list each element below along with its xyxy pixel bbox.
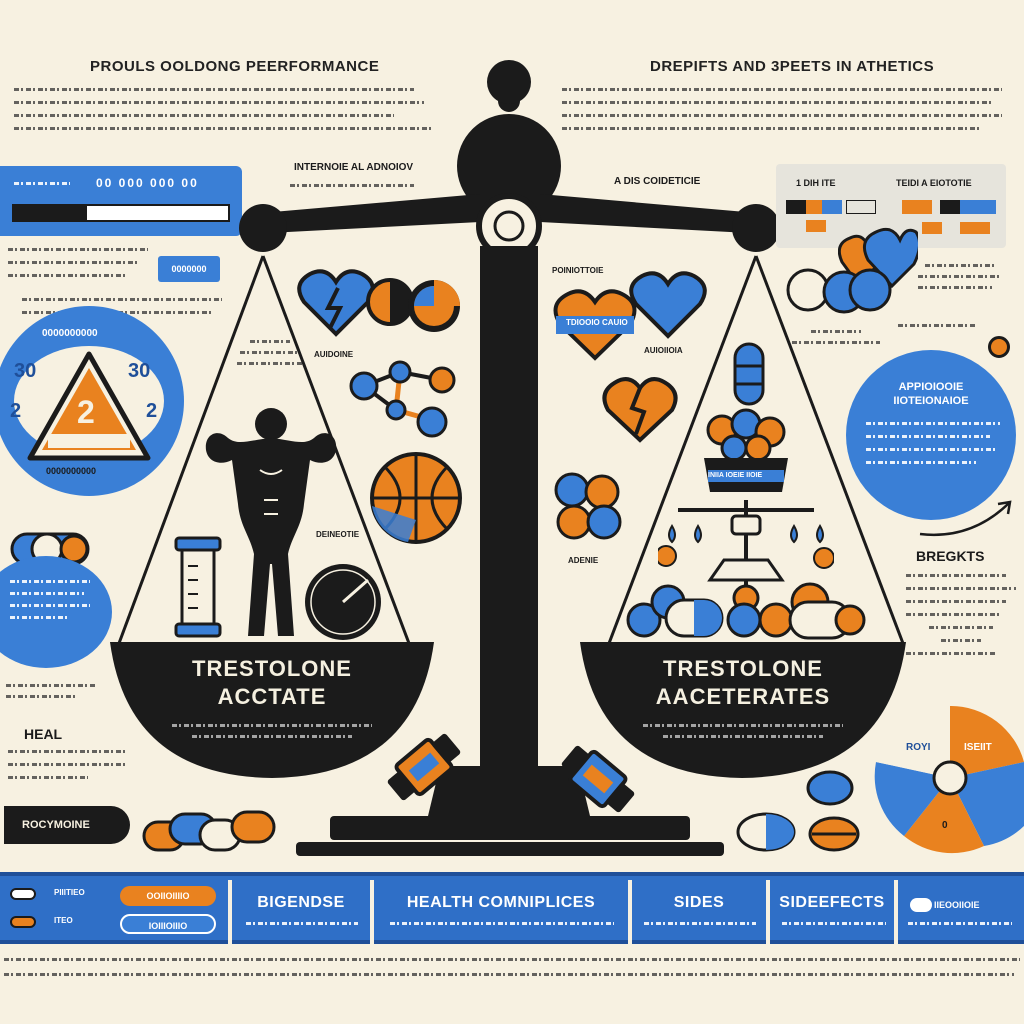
- bottom-cell-6-label: IIEOOIIOIE: [934, 900, 980, 910]
- dumbbell-icon: [387, 733, 461, 801]
- bottom-small-text: ITEO: [54, 916, 73, 925]
- right-tray-label-1: POINIOTTOIE: [552, 266, 604, 275]
- right-text-block-3: [898, 324, 978, 327]
- warning-circle-top-label: 0000000000: [42, 328, 98, 339]
- bottom-cell-3-label: HEALTH COMNIPLICES: [406, 894, 596, 911]
- table-header-1: 1 DIH ITE: [796, 178, 836, 188]
- warning-triangle-number: 2: [77, 394, 95, 430]
- pill-icon: [910, 898, 932, 912]
- warning-circle: 0000000000 30 30 2 2 2 0000000000: [0, 306, 184, 496]
- bottom-cell-2-label: BIGENDSE: [257, 894, 345, 911]
- small-blue-button[interactable]: 0000000: [158, 256, 220, 282]
- left-text-block-4: [8, 750, 128, 779]
- left-tray-label-2: DEINEOTIE: [316, 530, 360, 539]
- orange-pill-button-1[interactable]: OOIIOIIIIO: [120, 886, 216, 906]
- warning-circle-bottom-label: 0000000000: [46, 466, 97, 476]
- right-info-circle: APPIOIOOIE IIOTEIONAIOE: [846, 350, 1016, 520]
- pie-label-1: ROYI: [906, 742, 931, 753]
- gauge-icon: [305, 564, 381, 640]
- left-pan-title-1: TRESTOLONE: [192, 656, 352, 681]
- benefits-label: BREGKTS: [916, 548, 985, 564]
- left-text-block-1: [8, 248, 148, 277]
- right-pan-label: TRESTOLONE AACETERATES: [580, 656, 906, 738]
- basketball-icon: [370, 452, 462, 544]
- molecule-icon: [349, 360, 456, 438]
- coin-icon: [988, 336, 1010, 358]
- pill-icon: [736, 770, 860, 852]
- progress-bar: [12, 204, 230, 222]
- rocky-button-label: ROCYMOINE: [22, 819, 90, 831]
- test-tube-icon: [174, 536, 222, 638]
- right-tray-label-2: AUIOIIOIA: [644, 346, 683, 355]
- rocky-button[interactable]: ROCYMOINE: [4, 806, 130, 844]
- left-pan-label: TRESTOLONE ACCTATE: [110, 656, 434, 738]
- orange-pill-button-2[interactable]: IOIIIOIIIO: [120, 914, 216, 934]
- heart-icon: [602, 377, 678, 443]
- pill-bowl-label: INIIA IOEIE IIOIE: [708, 472, 763, 479]
- right-pan-title-1: TRESTOLONE: [663, 656, 823, 681]
- bottom-navigation-bar: PIIITIEO OOIIOIIIIO ITEO IOIIIOIIIO BIGE…: [0, 872, 1024, 944]
- left-header-text-block: [14, 88, 434, 130]
- left-tray-text: [230, 340, 310, 365]
- warning-value-right-top: 30: [128, 360, 151, 382]
- pill-icon: [366, 278, 460, 332]
- footer-text-block: [4, 958, 1020, 976]
- pill-icon: [786, 268, 892, 314]
- header-left-title: PROULS OOLDONG PEERFORMANCE: [90, 58, 380, 75]
- pill-icon: [554, 472, 622, 540]
- left-pan-title-2: ACCTATE: [217, 684, 327, 709]
- bottom-cell-4[interactable]: SIDES: [632, 880, 770, 944]
- heart-icon: [297, 269, 375, 337]
- left-tray-label-1: AUIDOINE: [314, 350, 354, 359]
- bottom-cell-5-label: SIDEEFECTS: [779, 894, 885, 911]
- dumbbell-icon: [561, 745, 635, 813]
- right-circle-title: APPIOIOOIE IIOTEIONAIOE: [893, 381, 969, 407]
- pill-pile-icon: [626, 582, 866, 640]
- table-header-2: TEIDI A EIOTOTIE: [896, 178, 972, 188]
- heart-icon: [553, 289, 637, 361]
- pie-chart-icon: [874, 706, 1024, 854]
- pie-label-2: ISEIIT: [964, 742, 992, 753]
- heal-label: HEAL: [24, 726, 63, 742]
- right-header-text-block: [562, 88, 1002, 130]
- arrow-icon: [919, 500, 1012, 536]
- right-text-block-4: [906, 574, 1016, 655]
- bottom-cell-1-label: PIIITIEO: [54, 888, 85, 897]
- pill-bowl-icon: [704, 408, 788, 492]
- warning-icon: [27, 351, 151, 461]
- right-pan-title-2: AACETERATES: [655, 684, 831, 709]
- left-text-block-3: [6, 684, 96, 698]
- bodybuilder-icon: [205, 408, 337, 636]
- header-right-title: DREPIFTS AND 3PEETS IN ATHETICS: [650, 58, 935, 75]
- left-progress-strip: 00 000 000 00: [0, 166, 242, 236]
- bottom-cell-6[interactable]: IIEOOIIOIE: [898, 880, 1024, 944]
- bottom-cell-5[interactable]: SIDEEFECTS: [770, 880, 898, 944]
- center-right-note: A DIS COIDETICIE: [614, 176, 701, 187]
- bottom-cell-1[interactable]: PIIITIEO OOIIOIIIIO ITEO IOIIIOIIIO: [0, 880, 232, 944]
- right-text-block-1: [918, 264, 1002, 289]
- balance-scale-icon: [110, 60, 906, 856]
- warning-value-left-top: 30: [14, 360, 37, 382]
- pill-icon: [142, 810, 276, 852]
- bottom-cell-3[interactable]: HEALTH COMNIPLICES: [374, 880, 632, 944]
- bottom-cell-2[interactable]: BIGENDSE: [232, 880, 374, 944]
- bottom-cell-4-label: SIDES: [673, 894, 725, 911]
- heart-banner-label: TDIOOIO CAUIO: [566, 318, 628, 327]
- progress-strip-label: 00 000 000 00: [96, 176, 199, 190]
- warning-value-right-mid: 2: [146, 400, 158, 422]
- pie-label-3: 0: [942, 820, 948, 831]
- heart-icon: [838, 227, 918, 289]
- warning-value-left-mid: 2: [10, 400, 22, 422]
- right-tray-label-3: ADENIE: [568, 556, 599, 565]
- heart-icon: [629, 271, 707, 339]
- right-text-block-2: [792, 330, 880, 344]
- center-top-note: INTERNOIE AL ADNOIOV: [294, 162, 414, 173]
- pill-icon: [733, 342, 765, 406]
- left-info-circle: [0, 556, 112, 668]
